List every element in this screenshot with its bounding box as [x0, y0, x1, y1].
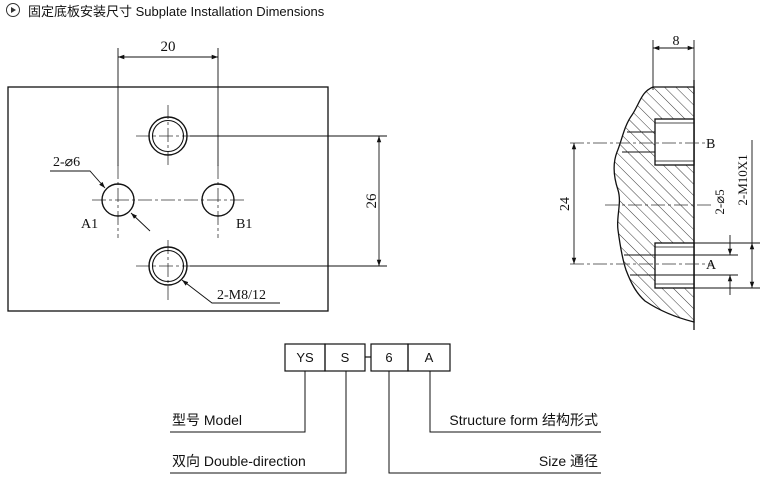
header: 固定底板安装尺寸 Subplate Installation Dimension…	[0, 0, 324, 20]
section-center-lines	[570, 142, 712, 265]
thread-lines	[655, 122, 694, 285]
hole-leader	[50, 170, 151, 232]
front-view: 20 26 2-⌀6 2-M8/12 A1 B1	[7, 39, 387, 312]
thread-leader	[181, 279, 280, 304]
dimension-26-label: 26	[364, 193, 380, 209]
page-title: 固定底板安装尺寸 Subplate Installation Dimension…	[28, 3, 325, 19]
label-model: 型号 Model	[172, 412, 242, 428]
hole-label: 2-⌀6	[53, 155, 80, 170]
port-b-label: B	[706, 137, 715, 152]
section-view: 8 24 2-⌀5 2-M10X1 B A	[558, 34, 760, 330]
thread-hole-upper	[148, 116, 188, 156]
port-b1-hole	[201, 183, 235, 217]
thread-hole-lower	[148, 246, 188, 286]
code-6: 6	[385, 350, 392, 365]
label-double-direction: 双向 Double-direction	[172, 453, 306, 469]
subplate-outline	[7, 86, 329, 312]
thread-label: 2-M8/12	[217, 288, 266, 303]
dimension-8-label: 8	[673, 34, 680, 49]
circle-play-icon	[6, 3, 20, 17]
hole-label: 2-⌀5	[712, 189, 727, 214]
label-size: Size 通径	[539, 453, 598, 469]
dimension-20	[117, 48, 219, 166]
model-code: YS S 6 A 型号 Model 双向 Double-direction St…	[170, 343, 601, 474]
thread-label: 2-M10X1	[735, 154, 750, 205]
port-a1-hole	[101, 183, 135, 217]
center-lines	[92, 105, 245, 302]
dimension-24-label: 24	[558, 197, 573, 211]
port-b1-label: B1	[236, 217, 252, 232]
dimension-m10	[694, 140, 760, 289]
port-a1-label: A1	[81, 217, 98, 232]
code-ys: YS	[296, 350, 314, 365]
dimension-20-label: 20	[161, 39, 176, 55]
dimension-8	[652, 40, 695, 90]
label-structure: Structure form 结构形式	[449, 412, 598, 428]
drill-passages	[622, 131, 655, 276]
bore-a	[654, 242, 695, 289]
code-box-a	[407, 343, 451, 372]
code-a: A	[425, 350, 434, 365]
bore-b	[654, 118, 695, 166]
code-leaders	[170, 371, 601, 474]
dimension-d5	[655, 235, 738, 295]
port-a-label: A	[706, 258, 717, 273]
code-s: S	[341, 350, 350, 365]
dimension-26	[190, 135, 387, 267]
